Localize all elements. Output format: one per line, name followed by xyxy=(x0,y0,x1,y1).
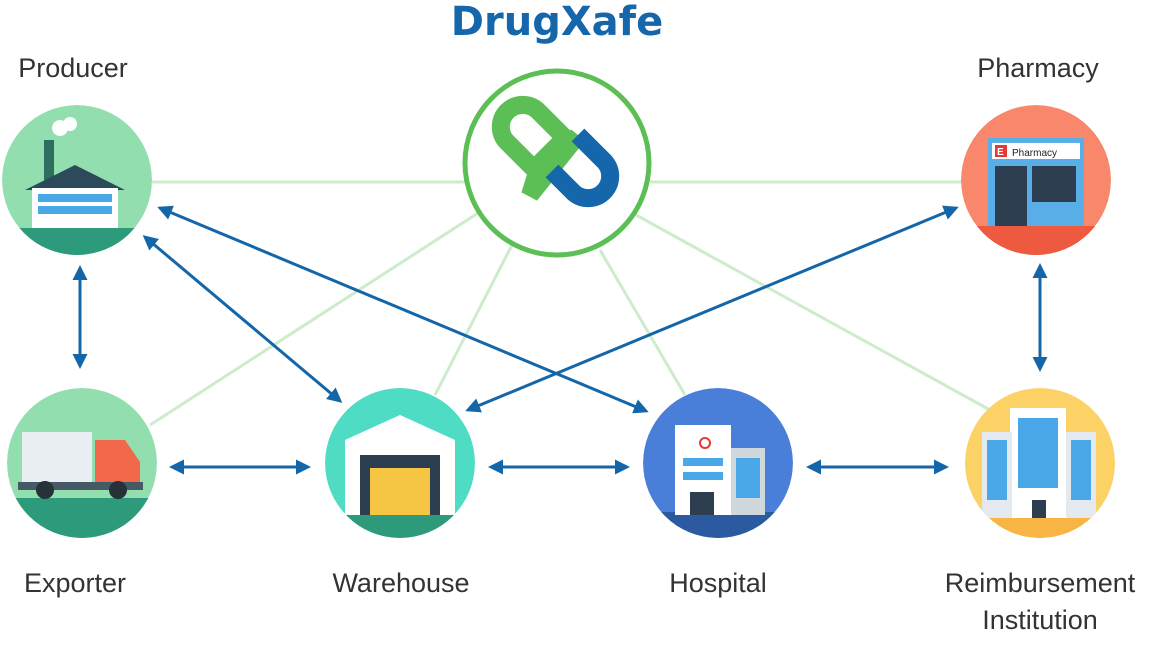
exporter-node: Exporter xyxy=(7,388,157,598)
hospital-icon xyxy=(643,388,793,538)
factory-icon xyxy=(2,105,152,255)
arrow-producer-warehouse xyxy=(142,235,343,403)
hospital-label: Hospital xyxy=(669,568,767,598)
reimbursement-label-line1: Reimbursement xyxy=(945,568,1136,598)
reimbursement-node: Reimbursement Institution xyxy=(945,388,1136,635)
producer-node: Producer xyxy=(2,53,152,255)
pharmacy-label: Pharmacy xyxy=(977,53,1099,83)
pharmacy-node: E Pharmacy Pharmacy xyxy=(961,53,1111,255)
pharmacy-store-icon: E Pharmacy xyxy=(961,105,1111,255)
arrow-pharmacy-warehouse xyxy=(465,205,959,413)
producer-label: Producer xyxy=(18,53,128,83)
warehouse-label: Warehouse xyxy=(332,568,469,598)
office-building-icon xyxy=(965,388,1115,538)
link-warehouse xyxy=(433,244,514,396)
reimbursement-label-line2: Institution xyxy=(982,605,1098,635)
truck-icon xyxy=(7,388,157,538)
link-hospital xyxy=(598,249,687,396)
warehouse-icon xyxy=(325,388,475,538)
pharmacy-sign-text: Pharmacy xyxy=(1012,148,1057,159)
hospital-node: Hospital xyxy=(643,388,793,598)
capsule-check-logo-icon xyxy=(462,68,652,258)
exporter-label: Exporter xyxy=(24,568,126,598)
pharmacy-sign-letter: E xyxy=(997,147,1004,158)
brand-title: DrugXafe xyxy=(451,0,663,45)
link-reimbursement xyxy=(635,213,991,412)
warehouse-node: Warehouse xyxy=(325,388,475,598)
flow-arrows xyxy=(72,205,1048,475)
